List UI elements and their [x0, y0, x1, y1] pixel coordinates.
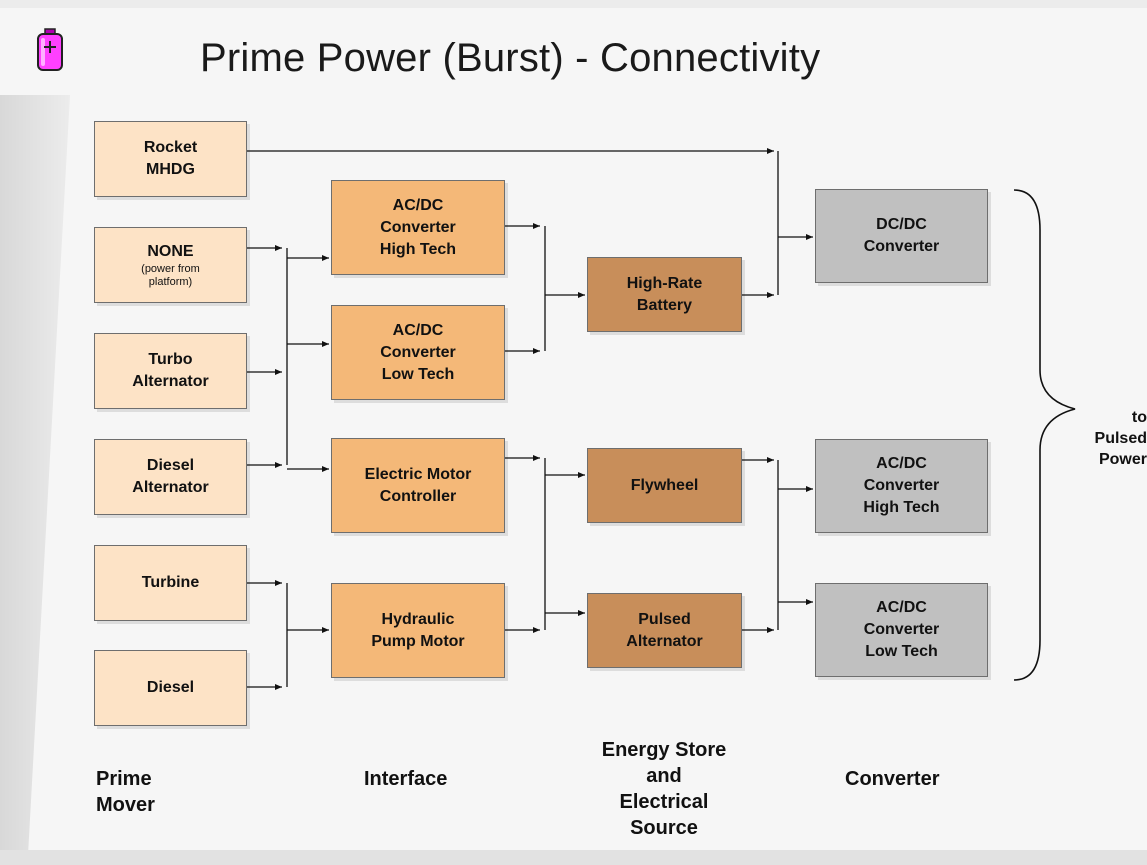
page-title: Prime Power (Burst) - Connectivity [200, 36, 821, 80]
box-label: Electric Motor Controller [364, 465, 472, 505]
prime-mover-diesel-alternator: Diesel Alternator [94, 439, 247, 515]
box-label: NONE [147, 243, 194, 260]
prime-mover-rocket-mhdg: Rocket MHDG [94, 121, 247, 197]
column-label-interface: Interface [364, 768, 448, 790]
column-label-prime-mover: Prime Mover [96, 768, 155, 816]
converter-acdc-low-tech: AC/DC Converter Low Tech [815, 583, 988, 677]
box-label: DC/DC Converter [863, 216, 940, 255]
box-label: High-Rate Battery [626, 274, 703, 314]
interface-hydraulic-pump-motor: Hydraulic Pump Motor [331, 583, 505, 678]
interface-electric-motor-controller: Electric Motor Controller [331, 438, 505, 533]
converter-dcdc: DC/DC Converter [815, 189, 988, 283]
output-label: to Pulsed Power [1094, 409, 1147, 468]
box-label: Rocket MHDG [143, 139, 198, 178]
box-label: Diesel [146, 679, 195, 696]
battery-icon [34, 28, 66, 77]
column-label-energy-store: Energy Store and Electrical Source [601, 739, 727, 839]
box-note: (power from platform) [141, 263, 200, 288]
box-label: Pulsed Alternator [626, 610, 703, 650]
energy-store-pulsed-alternator: Pulsed Alternator [587, 593, 742, 668]
interface-acdc-high-tech: AC/DC Converter High Tech [331, 180, 505, 275]
box-label: AC/DC Converter Low Tech [863, 599, 940, 660]
prime-mover-diesel: Diesel [94, 650, 247, 726]
energy-store-flywheel: Flywheel [587, 448, 742, 523]
box-label: AC/DC Converter High Tech [379, 196, 457, 258]
converter-acdc-high-tech: AC/DC Converter High Tech [815, 439, 988, 533]
box-label: Diesel Alternator [132, 457, 209, 496]
box-label: Turbo Alternator [132, 351, 209, 390]
box-label: AC/DC Converter High Tech [863, 455, 940, 516]
prime-mover-turbo-alternator: Turbo Alternator [94, 333, 247, 409]
interface-acdc-low-tech: AC/DC Converter Low Tech [331, 305, 505, 400]
box-label: AC/DC Converter Low Tech [380, 321, 456, 383]
box-label: Flywheel [630, 476, 699, 494]
box-label: Hydraulic Pump Motor [371, 610, 465, 650]
box-label: Turbine [141, 574, 200, 591]
energy-store-high-rate-battery: High-Rate Battery [587, 257, 742, 332]
prime-mover-none: NONE (power from platform) [94, 227, 247, 303]
prime-mover-turbine: Turbine [94, 545, 247, 621]
column-label-converter: Converter [845, 768, 940, 790]
